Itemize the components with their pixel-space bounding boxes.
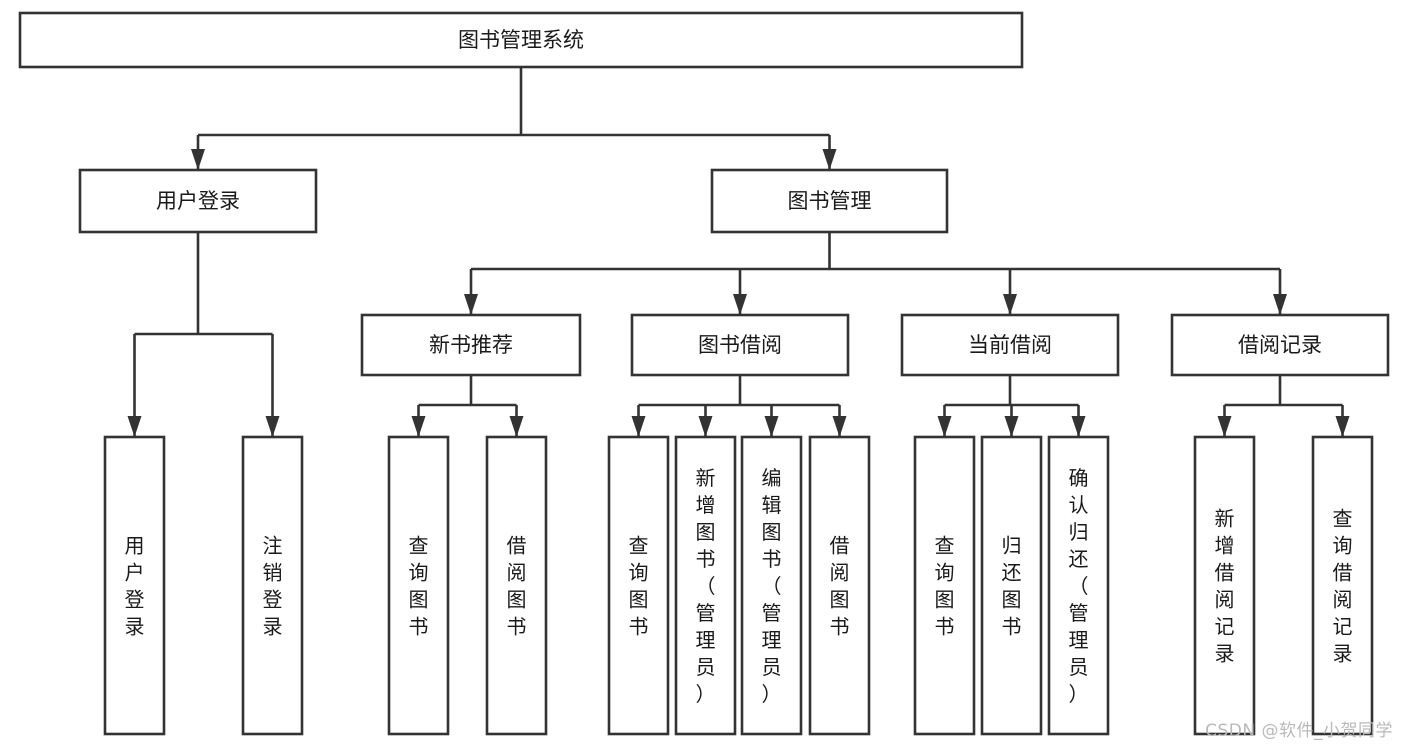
node-leaf-return-book[interactable]: 归还图书 (980, 435, 1043, 736)
node-box-leaf-confirm-return[interactable] (1047, 435, 1110, 736)
arrow-head-icon (832, 416, 847, 437)
connector-layer (127, 67, 1350, 437)
node-book-manage[interactable]: 图书管理 (710, 168, 949, 234)
node-box-leaf-add-book[interactable] (674, 435, 737, 736)
node-label-book-manage: 图书管理 (788, 189, 872, 213)
node-label-leaf-query-book-2: 查询图书 (629, 534, 649, 639)
node-book-borrow[interactable]: 图书借阅 (630, 313, 850, 377)
arrow-head-icon (937, 416, 952, 437)
node-label-leaf-borrow-book-2: 借阅图书 (830, 534, 850, 639)
node-root[interactable]: 图书管理系统 (18, 11, 1024, 69)
node-current-borrow[interactable]: 当前借阅 (900, 313, 1120, 377)
arrow-head-icon (698, 416, 713, 437)
node-box-leaf-query-book-2[interactable] (607, 435, 670, 736)
arrow-head-icon (1335, 416, 1350, 437)
arrow-head-icon (1003, 294, 1017, 315)
node-label-leaf-add-book: 新增图书（管理员） (696, 466, 716, 706)
node-label-leaf-return-book: 归还图书 (1002, 534, 1022, 639)
node-box-current-borrow[interactable] (900, 313, 1120, 377)
arrow-head-icon (191, 149, 205, 170)
arrow-head-icon (509, 416, 524, 437)
node-leaf-user-login[interactable]: 用户登录 (103, 435, 166, 736)
arrow-head-icon (411, 416, 426, 437)
node-borrow-record[interactable]: 借阅记录 (1170, 313, 1390, 377)
node-leaf-borrow-book-1[interactable]: 借阅图书 (485, 435, 548, 736)
arrow-head-icon (1004, 416, 1019, 437)
node-label-leaf-query-record: 查询借阅记录 (1333, 507, 1353, 666)
node-label-leaf-add-record: 新增借阅记录 (1215, 507, 1235, 666)
node-layer: 图书管理系统用户登录图书管理新书推荐图书借阅当前借阅借阅记录用户登录注销登录查询… (18, 11, 1390, 736)
node-label-leaf-edit-book: 编辑图书（管理员） (762, 466, 782, 706)
node-box-borrow-record[interactable] (1170, 313, 1390, 377)
arrow-head-icon (1217, 416, 1232, 437)
node-label-borrow-record: 借阅记录 (1238, 333, 1322, 357)
node-label-leaf-query-book-3: 查询图书 (935, 534, 955, 639)
node-box-user-login[interactable] (78, 168, 318, 234)
node-leaf-query-book-1[interactable]: 查询图书 (387, 435, 450, 736)
arrow-head-icon (127, 416, 142, 437)
node-leaf-query-record[interactable]: 查询借阅记录 (1311, 435, 1374, 736)
node-box-leaf-user-login[interactable] (103, 435, 166, 736)
node-box-leaf-add-record[interactable] (1193, 435, 1256, 736)
node-box-leaf-borrow-book-2[interactable] (808, 435, 871, 736)
node-label-leaf-user-logout: 注销登录 (263, 534, 283, 639)
node-leaf-user-logout[interactable]: 注销登录 (241, 435, 304, 736)
node-box-leaf-user-logout[interactable] (241, 435, 304, 736)
arrow-head-icon (733, 294, 747, 315)
node-leaf-query-book-2[interactable]: 查询图书 (607, 435, 670, 736)
node-label-leaf-user-login: 用户登录 (125, 534, 145, 639)
node-box-leaf-borrow-book-1[interactable] (485, 435, 548, 736)
node-leaf-edit-book[interactable]: 编辑图书（管理员） (740, 435, 803, 736)
node-box-book-manage[interactable] (710, 168, 949, 234)
arrow-head-icon (764, 416, 779, 437)
node-leaf-query-book-3[interactable]: 查询图书 (913, 435, 976, 736)
node-box-leaf-query-book-3[interactable] (913, 435, 976, 736)
node-label-current-borrow: 当前借阅 (968, 333, 1052, 357)
node-label-leaf-borrow-book-1: 借阅图书 (507, 534, 527, 639)
node-leaf-confirm-return[interactable]: 确认归还（管理员） (1047, 435, 1110, 736)
node-box-leaf-query-book-1[interactable] (387, 435, 450, 736)
node-label-user-login: 用户登录 (156, 189, 240, 213)
node-label-leaf-query-book-1: 查询图书 (409, 534, 429, 639)
arrow-head-icon (464, 294, 478, 315)
node-box-leaf-return-book[interactable] (980, 435, 1043, 736)
node-box-root[interactable] (18, 11, 1024, 69)
node-label-leaf-confirm-return: 确认归还（管理员） (1069, 466, 1089, 706)
node-label-new-book-rec: 新书推荐 (429, 333, 513, 357)
node-box-leaf-edit-book[interactable] (740, 435, 803, 736)
node-leaf-borrow-book-2[interactable]: 借阅图书 (808, 435, 871, 736)
arrow-head-icon (631, 416, 646, 437)
node-label-root: 图书管理系统 (458, 28, 584, 52)
node-user-login[interactable]: 用户登录 (78, 168, 318, 234)
node-leaf-add-book[interactable]: 新增图书（管理员） (674, 435, 737, 736)
arrow-head-icon (265, 416, 280, 437)
node-box-new-book-rec[interactable] (360, 313, 582, 377)
node-box-book-borrow[interactable] (630, 313, 850, 377)
node-label-book-borrow: 图书借阅 (698, 333, 782, 357)
arrow-head-icon (1273, 294, 1287, 315)
node-leaf-add-record[interactable]: 新增借阅记录 (1193, 435, 1256, 736)
node-new-book-rec[interactable]: 新书推荐 (360, 313, 582, 377)
arrow-head-icon (822, 149, 837, 170)
node-box-leaf-query-record[interactable] (1311, 435, 1374, 736)
arrow-head-icon (1071, 416, 1086, 437)
